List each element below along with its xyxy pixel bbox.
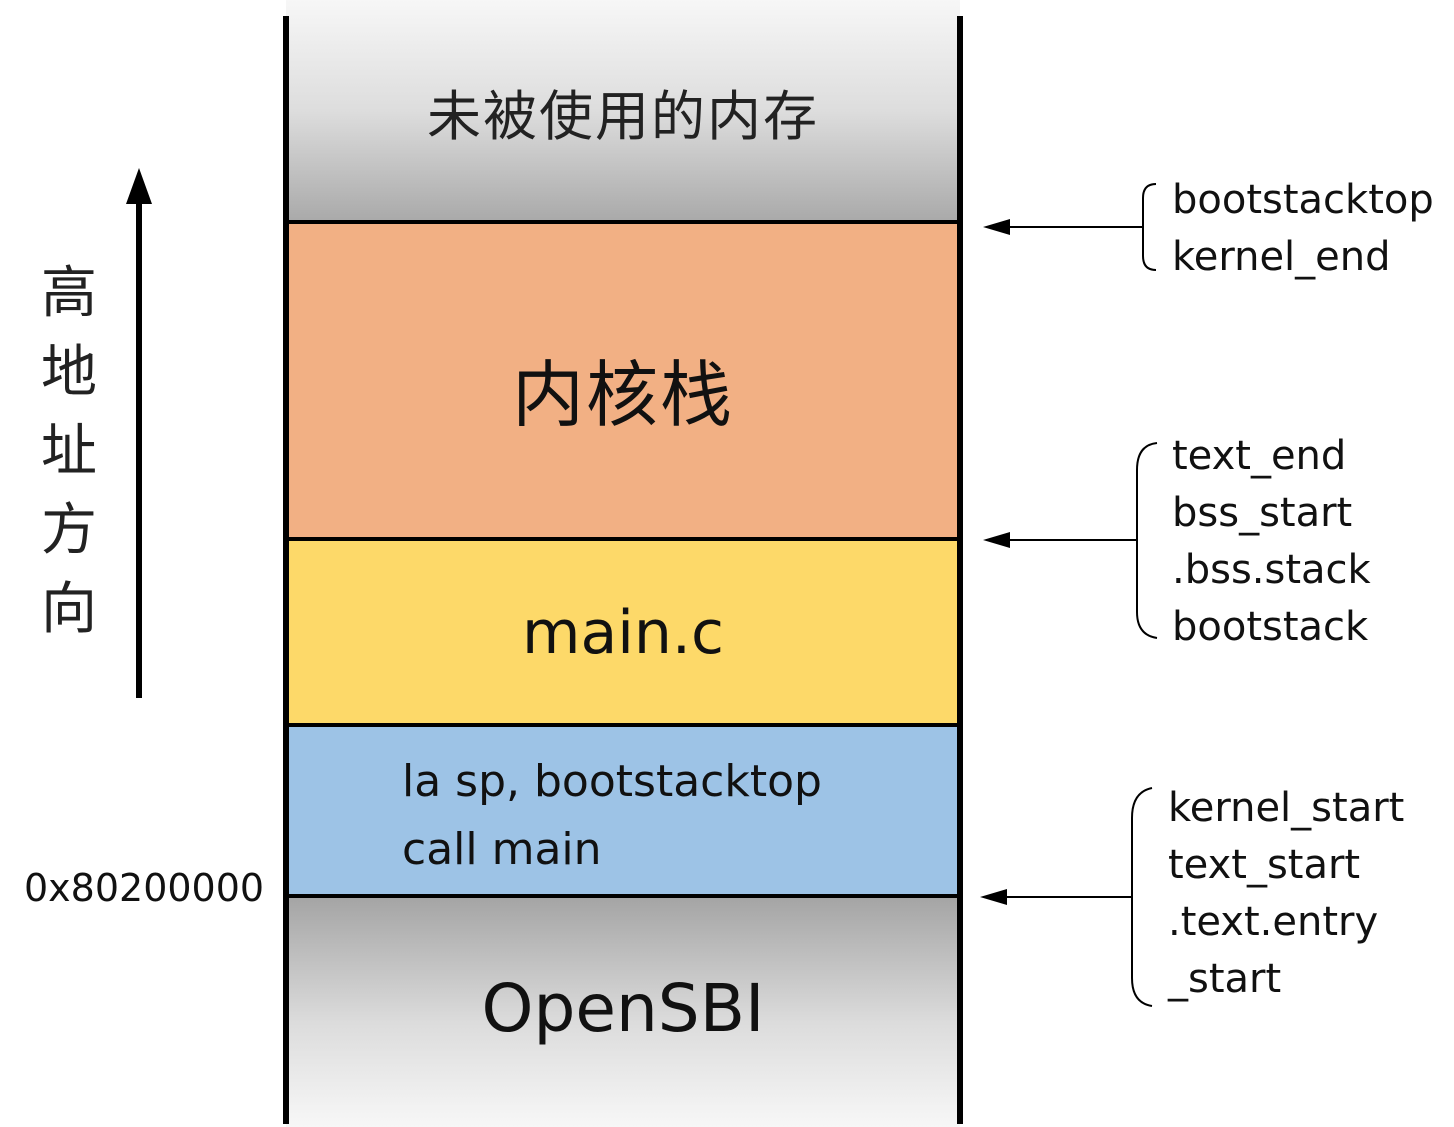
symbol-label: _start bbox=[1168, 956, 1282, 1002]
symbol-group-kernel-end: bootstacktop kernel_end bbox=[1172, 172, 1434, 286]
divider-entry-opensbi bbox=[286, 894, 960, 898]
symbol-label: kernel_start bbox=[1168, 785, 1405, 831]
symbol-label: bss_start bbox=[1172, 490, 1353, 536]
main-c-label: main.c bbox=[522, 598, 724, 668]
kernel-stack-block bbox=[286, 222, 960, 539]
brace bbox=[1131, 787, 1153, 1007]
symbol-label: .text.entry bbox=[1168, 899, 1379, 945]
entry-code-line: call main bbox=[402, 824, 602, 875]
symbol-label: text_end bbox=[1172, 433, 1347, 479]
arrow-head-icon bbox=[983, 532, 1010, 548]
opensbi-block bbox=[286, 896, 960, 1127]
symbol-label: bootstack bbox=[1172, 604, 1369, 650]
entry-code-text: la sp, bootstacktop call main bbox=[402, 748, 822, 884]
left-border-line bbox=[283, 16, 289, 1124]
symbol-group-bss-start: text_end bss_start .bss.stack bootstack bbox=[1172, 428, 1371, 656]
direction-char: 高 bbox=[41, 261, 97, 326]
divider-unused-stack bbox=[286, 220, 960, 224]
direction-char: 向 bbox=[41, 577, 97, 642]
kernel-stack-label: 内核栈 bbox=[511, 353, 734, 437]
entry-code-block bbox=[286, 725, 960, 896]
direction-char: 地 bbox=[41, 340, 97, 405]
right-border-line bbox=[957, 16, 963, 1124]
symbol-group-kernel-start: kernel_start text_start .text.entry _sta… bbox=[1168, 780, 1404, 1008]
direction-char: 方 bbox=[41, 498, 97, 563]
up-arrow-icon bbox=[126, 168, 152, 698]
unused-memory-block bbox=[286, 0, 960, 222]
arrow-head-icon bbox=[983, 219, 1010, 235]
divider-stack-main bbox=[286, 537, 960, 541]
direction-label: 高 地 址 方 向 bbox=[36, 254, 102, 649]
arrow-head-icon bbox=[980, 889, 1007, 905]
symbol-label: bootstacktop bbox=[1172, 177, 1434, 223]
main-c-block bbox=[286, 539, 960, 725]
opensbi-label: OpenSBI bbox=[481, 970, 765, 1047]
base-address-label: 0x80200000 bbox=[24, 866, 265, 910]
direction-char: 址 bbox=[41, 419, 97, 484]
symbol-label: kernel_end bbox=[1172, 234, 1391, 280]
entry-code-line: la sp, bootstacktop bbox=[402, 756, 822, 807]
brace bbox=[1136, 442, 1158, 639]
symbol-label: .bss.stack bbox=[1172, 547, 1371, 593]
symbol-label: text_start bbox=[1168, 842, 1361, 888]
brace bbox=[1142, 183, 1157, 271]
divider-main-entry bbox=[286, 723, 960, 727]
unused-memory-label: 未被使用的内存 bbox=[427, 85, 819, 148]
